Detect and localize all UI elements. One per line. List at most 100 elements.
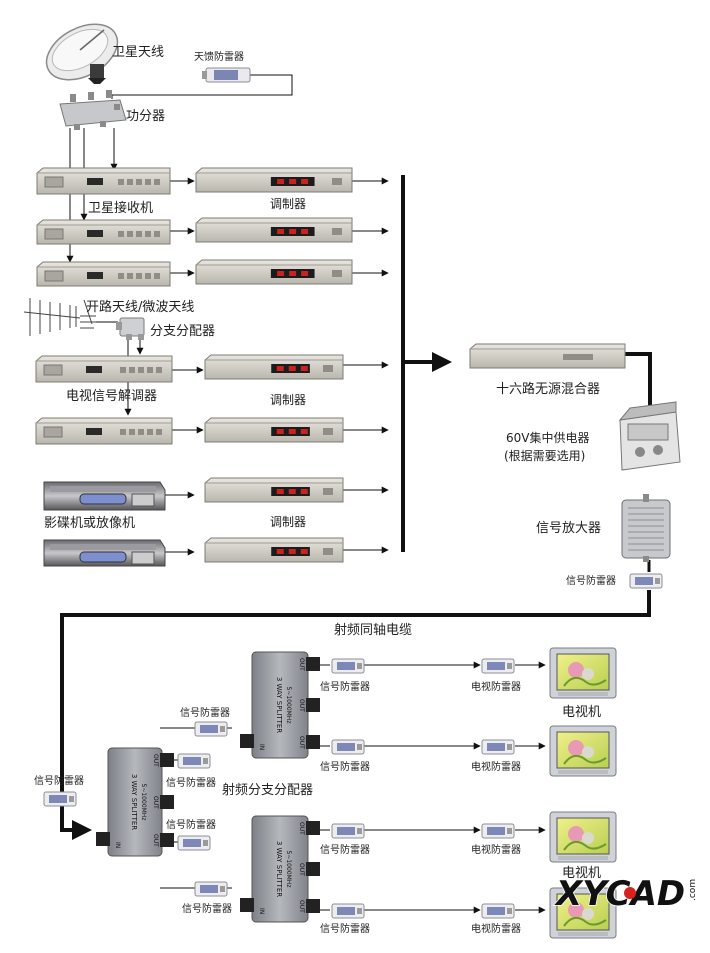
arrester-a-icon (194, 721, 228, 737)
distribution-lines (160, 661, 546, 914)
modulator-3 (195, 259, 353, 285)
label-tv-set-2: 电视机 (562, 866, 601, 881)
label-branch-distributor: 分支分配器 (150, 324, 215, 339)
splitter-upper-in-label: IN (258, 744, 265, 750)
arrester-u3-icon (331, 739, 365, 755)
signal-amplifier-icon (621, 494, 671, 562)
tv-arrester-2-icon (481, 739, 515, 755)
label-tv-arrester-1: 电视防雷器 (471, 680, 521, 693)
label-tv-arrester-2: 电视防雷器 (471, 760, 521, 773)
labels: 卫星天线 天馈防雷器 功分器 卫星接收机 调制器 开路天线/微波天线 分支分配器… (34, 45, 616, 935)
arrester-c-icon (177, 835, 211, 851)
label-modulator-1: 调制器 (270, 197, 306, 211)
label-tv-arrester-4: 电视防雷器 (471, 922, 521, 935)
label-arrester-trunk: 信号防雷器 (34, 774, 84, 787)
tv-arrester-1-icon (481, 658, 515, 674)
arrester-icons (43, 573, 663, 919)
modulator-6 (204, 477, 344, 503)
label-arrester-l1: 信号防雷器 (320, 843, 370, 856)
arrester-l3-icon (331, 903, 365, 919)
arrester-u1-icon (331, 658, 365, 674)
label-arrester-c: 信号防雷器 (166, 818, 216, 831)
satellite-receiver-3 (36, 261, 171, 287)
label-rf-splitter: 射频分支分配器 (222, 782, 313, 798)
splitter-main-model-text: 3 WAY SPLITTER (130, 774, 138, 830)
label-modulator-3: 调制器 (270, 515, 306, 529)
terrestrial-antenna-icon (23, 298, 96, 336)
xycad-watermark: XYCAD .com (553, 873, 698, 915)
splitter-lower-out-label-2: OUT (298, 863, 305, 876)
dvd-player-1 (43, 481, 166, 511)
splitter-lower-out-label-3: OUT (298, 900, 305, 913)
satellite-dish-icon (45, 23, 119, 84)
power-supply-icon (618, 401, 681, 471)
label-terrestrial-antenna: 开路天线/微波天线 (86, 299, 194, 315)
label-satellite-antenna: 卫星天线 (112, 45, 164, 60)
arrester-l1-icon (331, 823, 365, 839)
splitter-upper-out-label-1: OUT (298, 658, 305, 671)
modulator-4 (204, 354, 344, 380)
label-coax-cable: 射频同轴电缆 (334, 622, 412, 638)
arrester-d-icon (194, 881, 228, 897)
label-tv-set-1: 电视机 (562, 705, 601, 720)
splitter-upper-out-label-3: OUT (298, 736, 305, 749)
tv-arrester-3-icon (481, 823, 515, 839)
label-arrester-u1: 信号防雷器 (320, 680, 370, 693)
splitter-main-out-label-2: OUT (152, 796, 159, 809)
label-passive-mixer: 十六路无源混合器 (496, 381, 600, 397)
label-satellite-receiver: 卫星接收机 (88, 200, 153, 216)
dvd-player-2 (43, 539, 166, 567)
label-modulator-2: 调制器 (270, 393, 306, 407)
splitter-main-in-label: IN (114, 842, 121, 848)
branch-distributor-icon (116, 317, 145, 340)
modulator-2 (195, 217, 353, 243)
tv-arrester-4-icon (481, 903, 515, 919)
label-tv-demodulator: 电视信号解调器 (66, 389, 157, 404)
arrester-b-icon (177, 753, 211, 769)
tv-sets (549, 647, 617, 939)
tv-set-4-icon (549, 887, 617, 939)
tv-demodulator-2 (35, 417, 173, 445)
modulator-1 (195, 167, 353, 193)
tv-set-1-icon (549, 647, 617, 699)
label-feeder-arrester: 天馈防雷器 (194, 50, 244, 63)
watermark-dot-com: .com (688, 879, 698, 901)
label-arrester-b: 信号防雷器 (166, 776, 216, 789)
tv-set-2-icon (549, 725, 617, 777)
watermark-text: XYCAD (554, 874, 685, 914)
tv-demodulator-1 (35, 355, 173, 383)
label-arrester-a: 信号防雷器 (180, 706, 230, 719)
splitter-upper-model-text: 3 WAY SPLITTER (275, 677, 283, 733)
arrester-trunk-icon (43, 791, 77, 807)
label-signal-amplifier: 信号放大器 (536, 521, 601, 536)
label-power-splitter: 功分器 (126, 109, 165, 124)
label-arrester-amp: 信号防雷器 (566, 574, 616, 587)
label-dvd-vcr: 影碟机或放像机 (44, 516, 135, 531)
satellite-receiver-1 (36, 167, 171, 195)
satellite-receiver-2 (36, 219, 171, 245)
modulator-5 (204, 417, 344, 443)
splitter-lower-in-label: IN (258, 908, 265, 914)
label-power-supply-2: (根据需要选用) (504, 449, 585, 463)
splitter-upper-freq-text: 5~1000MHz (285, 687, 292, 724)
splitter-main-out-label-3: OUT (152, 834, 159, 847)
power-splitter-icon (59, 90, 127, 130)
label-arrester-l3: 信号防雷器 (320, 922, 370, 935)
rack-devices (35, 167, 626, 563)
splitter-main-freq-text: 5~1000MHz (140, 784, 147, 821)
splitter-lower-model-text: 3 WAY SPLITTER (275, 841, 283, 897)
label-tv-arrester-3: 电视防雷器 (471, 843, 521, 856)
splitter-lower-freq-text: 5~1000MHz (285, 851, 292, 888)
label-power-supply-1: 60V集中供电器 (506, 430, 589, 445)
label-arrester-u3: 信号防雷器 (320, 760, 370, 773)
feeder-arrester-icon (202, 67, 251, 83)
splitter-main-out-label-1: OUT (152, 754, 159, 767)
arrester-amp-icon (629, 573, 663, 589)
label-arrester-d: 信号防雷器 (182, 902, 232, 915)
